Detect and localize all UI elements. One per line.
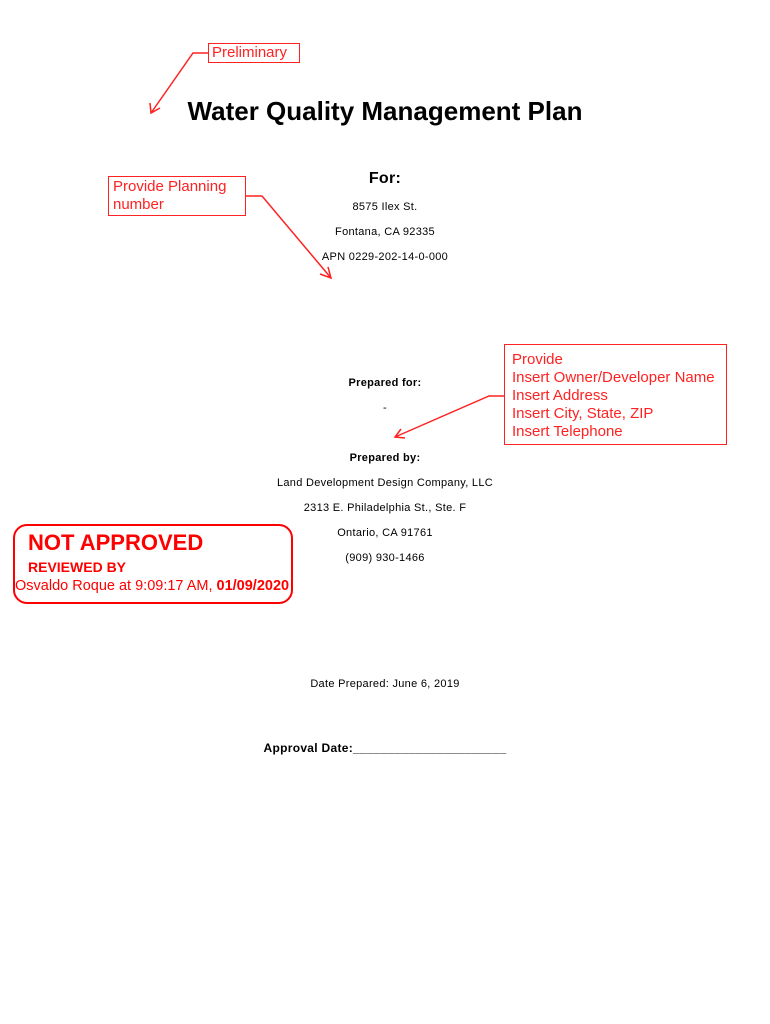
site-apn: APN 0229-202-14-0-000 (321, 251, 449, 263)
page-title: Water Quality Management Plan (187, 96, 583, 126)
stamp-reviewer-line: Osvaldo Roque at 9:09:17 AM, 01/09/2020 (15, 578, 289, 594)
annotation-line: Insert Owner/Developer Name (512, 369, 715, 386)
preparer-phone: (909) 930-1466 (345, 552, 425, 564)
owner-info-annotation[interactable]: Provide Insert Owner/Developer Name Inse… (504, 344, 727, 445)
stamp-status: NOT APPROVED (28, 530, 204, 555)
prepared-for-value: - (383, 402, 387, 414)
prepared-for-label: Prepared for: (348, 377, 422, 389)
annotation-line: Insert City, State, ZIP (512, 405, 654, 422)
approval-date: Approval Date:______________________ (263, 741, 507, 755)
annotation-line: Provide (512, 351, 563, 368)
preparer-city: Ontario, CA 91761 (337, 527, 433, 539)
site-city: Fontana, CA 92335 (335, 226, 435, 238)
preliminary-annotation[interactable]: Preliminary (208, 43, 300, 63)
annotation-line: Insert Address (512, 387, 608, 404)
preparer-company: Land Development Design Company, LLC (276, 477, 494, 489)
stamp-reviewed-by: REVIEWED BY (28, 559, 127, 575)
annotation-line: Insert Telephone (512, 423, 623, 440)
site-address: 8575 Ilex St. (352, 201, 418, 213)
preparer-address: 2313 E. Philadelphia St., Ste. F (303, 502, 467, 514)
stamp-reviewer: Osvaldo Roque at 9:09:17 AM, (15, 578, 217, 594)
planning-number-annotation[interactable]: Provide Planning number (108, 176, 246, 216)
stamp-date: 01/09/2020 (216, 578, 290, 594)
for-label: For: (368, 170, 402, 187)
date-prepared: Date Prepared: June 6, 2019 (310, 678, 460, 690)
prepared-by-label: Prepared by: (349, 452, 421, 464)
review-stamp: NOT APPROVED REVIEWED BY Osvaldo Roque a… (13, 524, 293, 604)
